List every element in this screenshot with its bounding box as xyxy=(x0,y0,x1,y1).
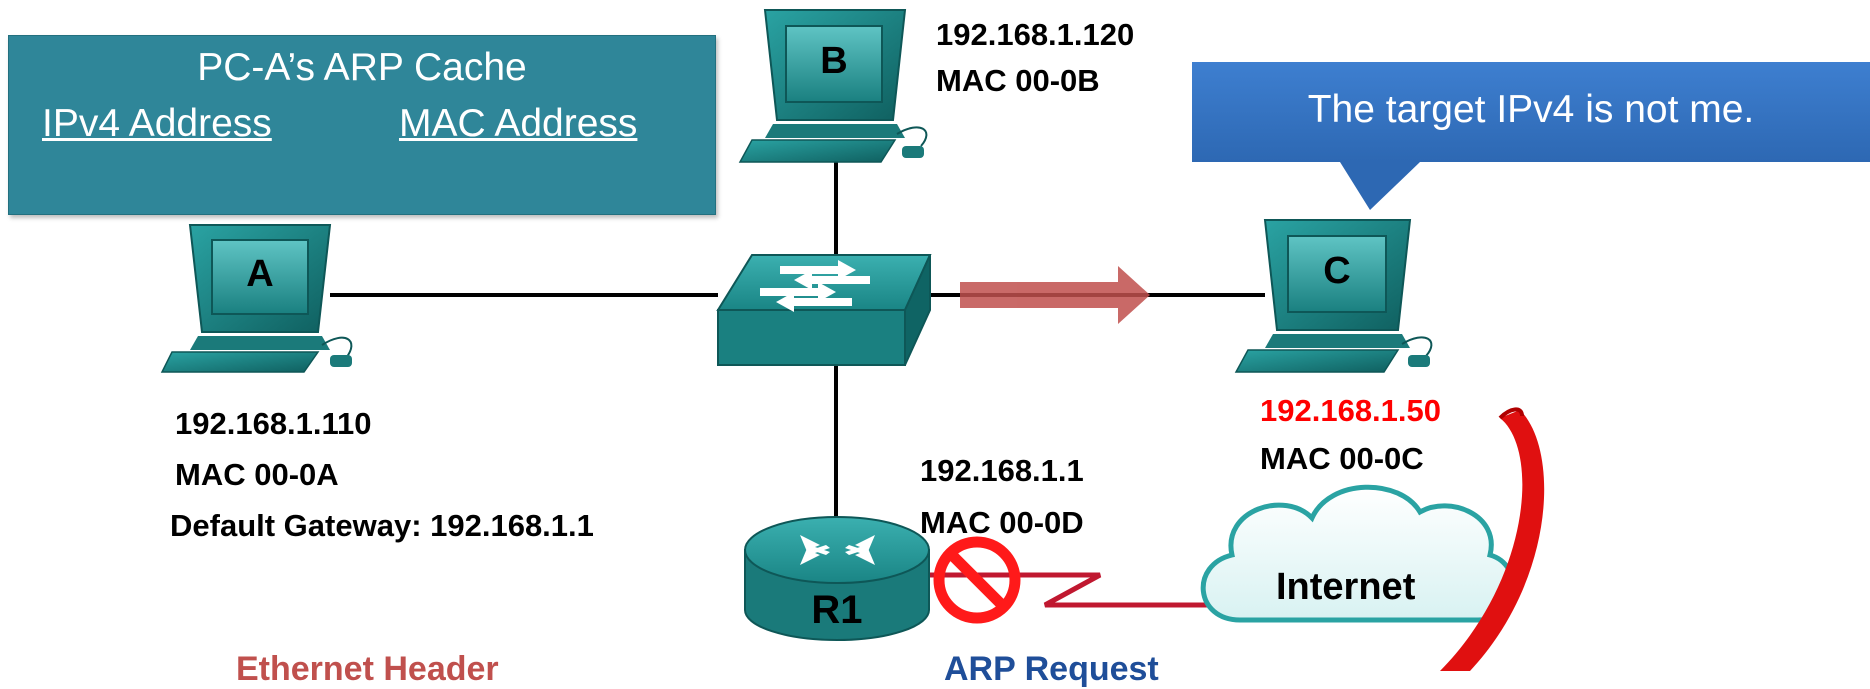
curved-red-arrow xyxy=(1440,410,1545,671)
pc-a-gateway: Default Gateway: 192.168.1.1 xyxy=(170,508,594,543)
callout-text: The target IPv4 is not me. xyxy=(1307,88,1755,131)
arp-cache-title: PC-A’s ARP Cache xyxy=(197,46,527,89)
arp-request-label: ARP Request xyxy=(944,650,1159,688)
pc-b-mac: MAC 00-0B xyxy=(936,63,1100,98)
arp-cache-box: PC-A’s ARP Cache IPv4 Address MAC Addres… xyxy=(8,35,716,215)
router-icon xyxy=(744,516,930,641)
pc-a-mac: MAC 00-0A xyxy=(175,457,339,492)
pc-c-letter: C xyxy=(1323,250,1351,292)
pc-b-ip: 192.168.1.120 xyxy=(936,17,1135,52)
blocked-icon xyxy=(933,536,1021,624)
pc-a-letter: A xyxy=(246,253,274,295)
pc-c-icon xyxy=(1234,219,1433,373)
pc-c-callout: The target IPv4 is not me. xyxy=(1192,62,1870,162)
serial-link xyxy=(920,572,1215,608)
col-header-ipv4: IPv4 Address xyxy=(42,102,272,145)
internet-cloud-icon xyxy=(1200,484,1516,671)
pc-c-mac: MAC 00-0C xyxy=(1260,441,1424,476)
ethernet-header-label: Ethernet Header xyxy=(236,650,499,688)
pc-c-ip: 192.168.1.50 xyxy=(1260,393,1442,428)
pc-a-ip: 192.168.1.110 xyxy=(175,406,372,441)
switch-icon xyxy=(716,254,932,366)
router-ip: 192.168.1.1 xyxy=(920,453,1084,488)
router-name: R1 xyxy=(811,588,863,632)
network-diagram xyxy=(160,9,1545,671)
callout-tail xyxy=(1340,162,1420,210)
pc-a-icon xyxy=(160,224,353,373)
router-mac: MAC 00-0D xyxy=(920,505,1084,540)
pc-b-letter: B xyxy=(820,40,848,82)
internet-label: Internet xyxy=(1276,566,1416,608)
frame-arrow xyxy=(960,266,1150,324)
col-header-mac: MAC Address xyxy=(399,102,638,145)
pc-b-icon xyxy=(738,9,928,163)
